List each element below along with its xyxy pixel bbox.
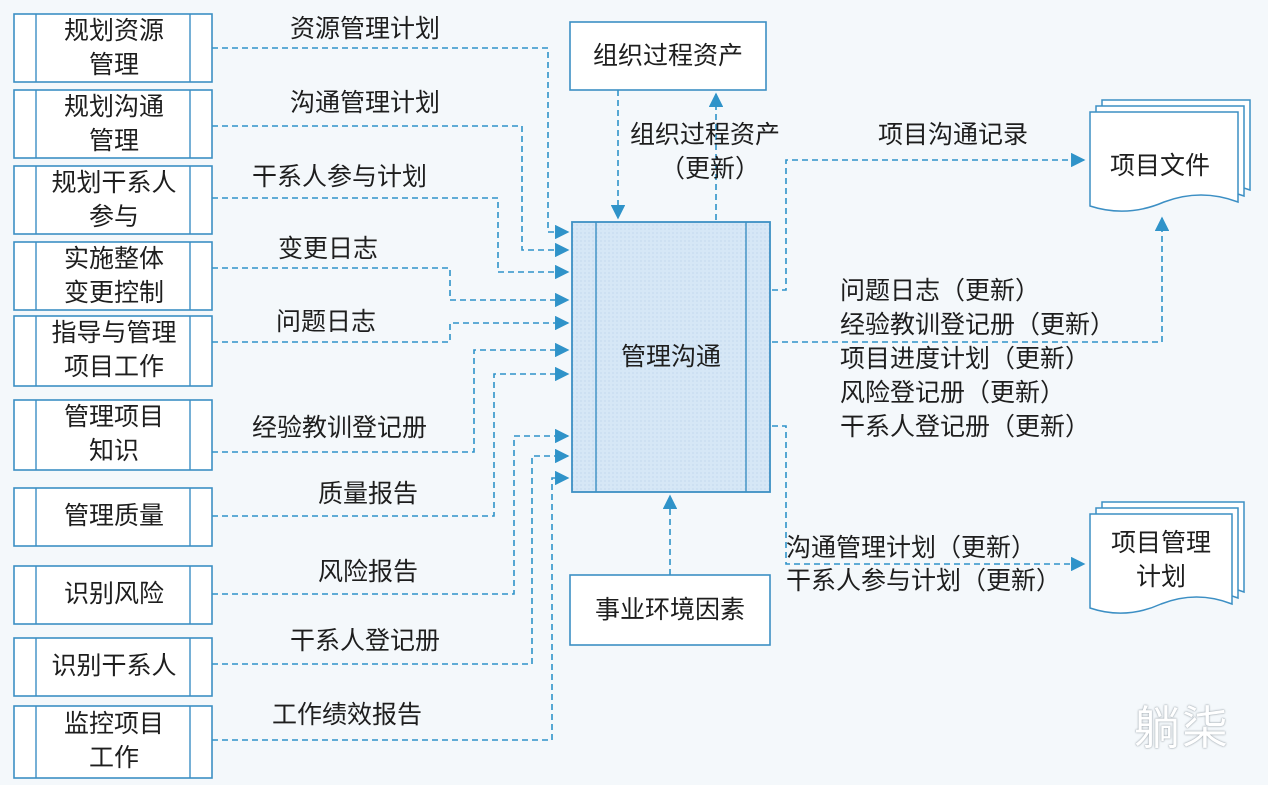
doc-update-0: 问题日志（更新） — [840, 276, 1041, 305]
bottom-box-rect — [569, 574, 771, 646]
doc-update-2: 项目进度计划（更新） — [840, 344, 1091, 373]
input-box-2 — [13, 165, 213, 235]
input-box-1 — [13, 89, 213, 159]
input-process-9: 监控项目工作 — [36, 706, 192, 776]
input-connector-8 — [212, 448, 570, 665]
input-process-2-line2: 参与 — [88, 202, 139, 231]
project-docs-shape-sheet-2 — [1089, 111, 1239, 212]
input-connector-3 — [212, 267, 570, 308]
input-process-4-line2: 项目工作 — [63, 352, 164, 381]
input-process-6: 管理质量 — [36, 488, 192, 544]
comm-record-connector — [772, 152, 1086, 291]
input-artifact-5: 经验教训登记册 — [252, 413, 428, 442]
input-process-9-line2: 工作 — [88, 743, 139, 772]
project-docs-label: 项目文件 — [1109, 151, 1210, 180]
project-plan: 项目管理计划 — [1090, 522, 1232, 598]
bottom-box-label: 事业环境因素 — [594, 595, 745, 624]
input-artifact-8: 干系人登记册 — [290, 626, 441, 655]
input-process-4: 指导与管理项目工作 — [36, 316, 192, 384]
input-box-5 — [13, 399, 213, 471]
input-process-1-line1: 规划沟通 — [63, 92, 164, 121]
input-connector-7 — [212, 428, 570, 595]
output-comm-record: 项目沟通记录 — [878, 120, 1029, 149]
input-process-4-line1: 指导与管理 — [51, 318, 177, 347]
project-plan-line2: 计划 — [1135, 562, 1186, 591]
input-process-7: 识别风险 — [36, 566, 192, 622]
input-box-8 — [13, 637, 213, 697]
input-process-1-line2: 管理 — [88, 126, 139, 155]
input-process-6-line1: 管理质量 — [63, 501, 164, 530]
project-plan-line1: 项目管理 — [1110, 528, 1211, 557]
input-process-2: 规划干系人参与 — [36, 166, 192, 234]
input-connector-1 — [212, 125, 570, 258]
input-process-7-line1: 识别风险 — [63, 579, 164, 608]
input-process-1: 规划沟通管理 — [36, 90, 192, 158]
input-connector-0 — [212, 47, 570, 240]
input-artifact-0: 资源管理计划 — [290, 14, 441, 43]
input-box-6 — [13, 487, 213, 547]
input-process-0-line1: 规划资源 — [63, 16, 164, 45]
input-box-7 — [13, 565, 213, 625]
connector-lines — [212, 47, 1170, 741]
project-docs: 项目文件 — [1090, 140, 1230, 192]
plan-updates-connector — [772, 425, 1086, 572]
project-plan-shape-sheet-2 — [1089, 513, 1233, 614]
input-process-5-line2: 知识 — [88, 436, 139, 465]
input-box-4 — [13, 315, 213, 387]
input-artifact-2: 干系人参与计划 — [252, 162, 428, 191]
input-artifact-6: 质量报告 — [318, 479, 419, 508]
input-box-0 — [13, 13, 213, 83]
top-box-label: 组织过程资产 — [592, 41, 743, 70]
doc-updates-connector — [772, 216, 1170, 343]
top-box: 组织过程资产 — [570, 22, 766, 90]
input-artifact-3: 变更日志 — [278, 234, 379, 263]
doc-update-3: 风险登记册（更新） — [840, 378, 1066, 407]
input-box-3 — [13, 241, 213, 311]
center-process: 管理沟通 — [596, 222, 746, 492]
input-process-8: 识别干系人 — [36, 638, 192, 694]
top-box-rect — [569, 21, 767, 91]
bottom-box: 事业环境因素 — [570, 575, 770, 645]
input-process-5-line1: 管理项目 — [63, 402, 164, 431]
input-process-0: 规划资源管理 — [36, 14, 192, 82]
plan-update-0: 沟通管理计划（更新） — [786, 533, 1037, 562]
input-process-5: 管理项目知识 — [36, 400, 192, 468]
input-connector-9 — [212, 470, 570, 741]
watermark: 躺柒 — [1134, 701, 1230, 755]
input-artifact-1: 沟通管理计划 — [290, 88, 441, 117]
center-process-label: 管理沟通 — [620, 342, 721, 371]
input-process-9-line1: 监控项目 — [63, 709, 164, 738]
plan-update-1: 干系人参与计划（更新） — [786, 566, 1062, 595]
input-process-3: 实施整体变更控制 — [36, 242, 192, 310]
process-boxes — [13, 13, 1251, 779]
input-box-9 — [13, 705, 213, 779]
input-connector-4 — [212, 315, 570, 343]
input-artifact-9: 工作绩效报告 — [272, 700, 423, 729]
input-connector-6 — [212, 366, 570, 517]
center-box — [571, 221, 771, 493]
input-process-3-line2: 变更控制 — [63, 278, 164, 307]
input-process-3-line1: 实施整体 — [63, 244, 164, 273]
input-process-0-line2: 管理 — [88, 50, 139, 79]
input-artifact-4: 问题日志 — [276, 307, 377, 336]
input-connector-2 — [212, 197, 570, 280]
top-update-line2: （更新） — [660, 154, 761, 183]
input-artifact-7: 风险报告 — [318, 557, 419, 586]
input-connector-5 — [212, 342, 570, 453]
top-update-line1: 组织过程资产 — [630, 120, 781, 149]
doc-update-1: 经验教训登记册（更新） — [840, 310, 1116, 339]
input-process-2-line1: 规划干系人 — [51, 168, 177, 197]
input-process-8-line1: 识别干系人 — [51, 651, 177, 680]
doc-update-4: 干系人登记册（更新） — [840, 412, 1091, 441]
